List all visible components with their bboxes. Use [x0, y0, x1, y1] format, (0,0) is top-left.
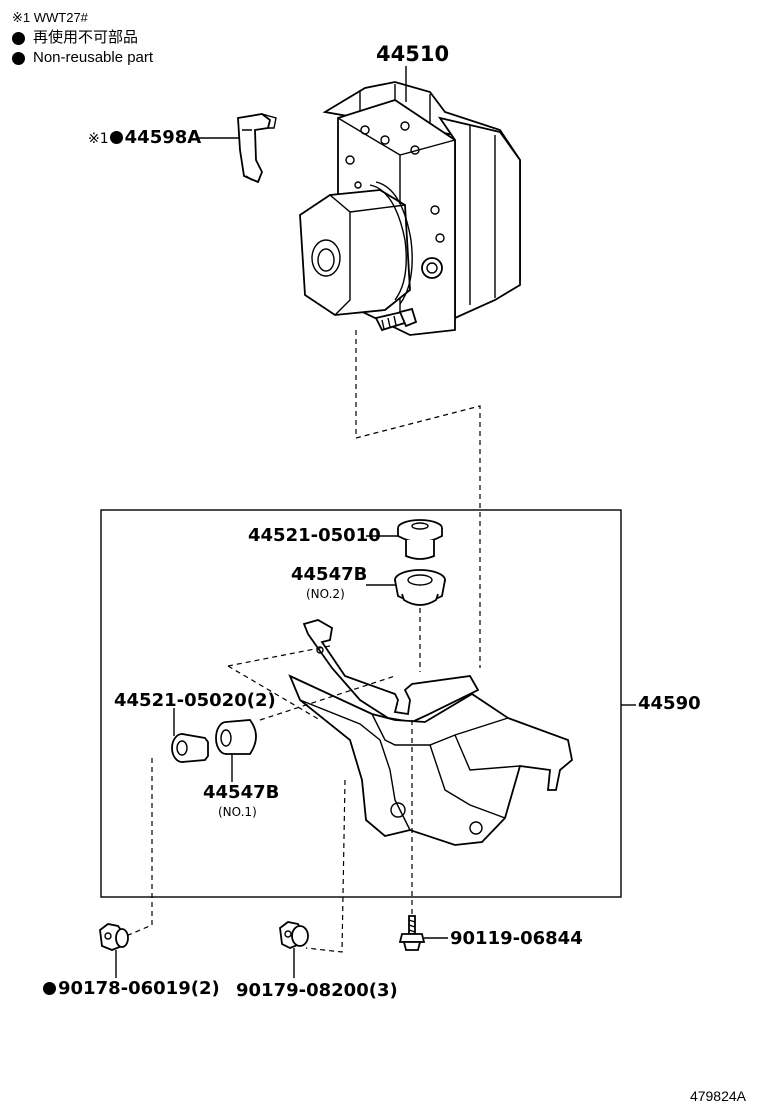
- label-44547B-top-sub: (NO.2): [306, 587, 345, 601]
- label-44521-05020: 44521-05020(2): [114, 690, 276, 711]
- dashed-left-nut: [125, 758, 153, 937]
- note-nonreusable-jp: 再使用不可部品: [12, 28, 153, 48]
- label-44547B-side: 44547B: [203, 782, 280, 803]
- label-90178-06019: 90178-06019(2): [42, 978, 220, 999]
- legend-notes: ※1 WWT27# 再使用不可部品 Non-reusable part: [12, 8, 153, 68]
- label-44590: 44590: [638, 693, 701, 714]
- note-model: ※1 WWT27#: [12, 10, 88, 25]
- figure-number: 479824A: [689, 1088, 746, 1104]
- bullet-icon: [12, 51, 25, 65]
- note-text-jp: 再使用不可部品: [33, 29, 139, 46]
- label-90179-08200: 90179-08200(3): [236, 980, 398, 1001]
- dashed-mid-nut: [305, 779, 346, 953]
- bolt-bottom-drawing: [398, 915, 426, 951]
- label-44510: 44510: [376, 42, 450, 66]
- bolt-side-drawing: [171, 733, 209, 763]
- label-44598A-text: 44598A: [124, 127, 202, 148]
- cushion-side-drawing: [215, 719, 257, 755]
- nut-mid-drawing: [279, 921, 309, 949]
- bullet-icon: [12, 31, 25, 45]
- nonreusable-dot-icon: [43, 982, 56, 995]
- cushion-top-drawing: [394, 569, 446, 606]
- bolt-top-drawing: [397, 519, 443, 560]
- label-44598A: ※1 44598A: [88, 127, 201, 148]
- actuator-drawing: [299, 81, 521, 336]
- nonreusable-dot-icon: [109, 131, 123, 144]
- note-nonreusable-en: Non-reusable part: [12, 48, 153, 68]
- dashed-ref-3: [259, 675, 396, 721]
- label-90178-text: 90178-06019(2): [58, 978, 220, 999]
- dashed-mount-line: [355, 330, 481, 668]
- label-44521-05010: 44521-05010: [248, 525, 381, 546]
- nut-left-drawing: [99, 923, 129, 951]
- clip-drawing: [237, 113, 277, 184]
- dashed-ref-1: [227, 645, 331, 667]
- label-90119-06844: 90119-06844: [450, 928, 583, 949]
- label-44547B-top: 44547B: [291, 564, 368, 585]
- note-text-en: Non-reusable part: [33, 49, 154, 66]
- label-mark: ※1: [88, 131, 109, 147]
- bracket-assembly-box: [100, 509, 622, 898]
- label-44547B-side-sub: (NO.1): [218, 805, 257, 819]
- bracket-drawing: [288, 619, 573, 846]
